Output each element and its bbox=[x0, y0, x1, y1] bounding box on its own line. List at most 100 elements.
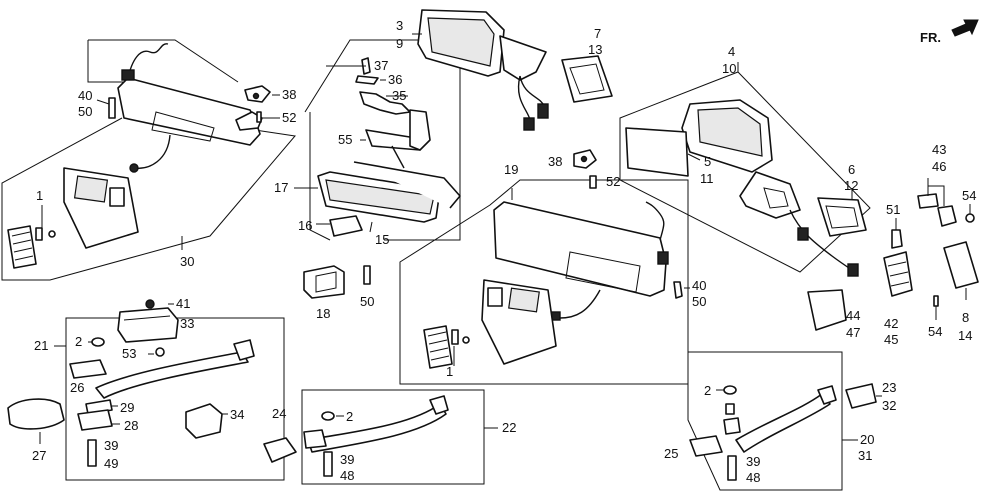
callout-labels: 1 1 2 2 2 3 9 4 10 5 11 6 12 7 13 8 14 1… bbox=[32, 18, 976, 485]
callout-33: 33 bbox=[180, 316, 194, 331]
visor-wire bbox=[127, 43, 169, 79]
callout-51: 51 bbox=[886, 202, 900, 217]
mirror-base-18 bbox=[303, 265, 345, 299]
callout-41: 41 bbox=[176, 296, 190, 311]
callout-7: 7 bbox=[594, 26, 601, 41]
mirror-garnish-7 bbox=[561, 55, 613, 103]
callout-4: 4 bbox=[728, 44, 735, 59]
grip-cover-24 bbox=[263, 437, 297, 463]
callout-17: 17 bbox=[274, 180, 288, 195]
mount-bolt-51 bbox=[891, 229, 903, 249]
vanity-right-lamp-housing bbox=[487, 287, 503, 307]
mount-bracket bbox=[409, 109, 431, 151]
callout-50c: 50 bbox=[360, 294, 374, 309]
callout-50a: 50 bbox=[78, 104, 92, 119]
callout-35: 35 bbox=[392, 88, 406, 103]
lamp-bulb-right bbox=[451, 329, 459, 345]
callout-32: 32 bbox=[882, 398, 896, 413]
callout-48a: 48 bbox=[340, 468, 354, 483]
door-mirror-connector bbox=[537, 103, 549, 119]
callout-2a: 2 bbox=[75, 334, 82, 349]
callout-8: 8 bbox=[962, 310, 969, 325]
visor-mirror-cover bbox=[151, 111, 215, 142]
callout-15: 15 bbox=[375, 232, 389, 247]
sun-visor-left bbox=[117, 77, 261, 146]
assist-grip-center bbox=[307, 403, 447, 453]
callout-49: 49 bbox=[104, 456, 118, 471]
mirror-cover-16 bbox=[329, 215, 363, 237]
callout-2b: 2 bbox=[346, 409, 353, 424]
lamp-lens-right bbox=[423, 325, 453, 369]
callout-22: 22 bbox=[502, 420, 516, 435]
callout-54a: 54 bbox=[962, 188, 976, 203]
callout-50b: 50 bbox=[692, 294, 706, 309]
callout-10: 10 bbox=[722, 61, 736, 76]
mirror-screw-50 bbox=[363, 265, 371, 285]
callout-34: 34 bbox=[230, 407, 244, 422]
mirror-glass-5 bbox=[625, 127, 689, 177]
leader-40a bbox=[96, 99, 110, 105]
callout-48b: 48 bbox=[746, 470, 760, 485]
assist-grip-left bbox=[95, 351, 249, 399]
group-outline-17-left bbox=[309, 112, 331, 241]
callout-39b: 39 bbox=[340, 452, 354, 467]
callout-43: 43 bbox=[932, 142, 946, 157]
front-direction-indicator: FR. bbox=[920, 19, 979, 45]
callout-9: 9 bbox=[396, 36, 403, 51]
callout-40a: 40 bbox=[78, 88, 92, 103]
grip-end-cap bbox=[233, 339, 255, 361]
sun-visor-left-group bbox=[1, 39, 296, 281]
callout-16: 16 bbox=[298, 218, 312, 233]
callout-25: 25 bbox=[664, 446, 678, 461]
dome-lamp-line bbox=[123, 315, 171, 321]
callout-39a: 39 bbox=[104, 438, 118, 453]
door-mirror-glass-large bbox=[697, 107, 763, 157]
visor-right-connector bbox=[657, 251, 669, 265]
corner-garnish-8 bbox=[943, 241, 979, 289]
rearview-mirror-glass bbox=[325, 179, 435, 215]
mirror-switch-46 bbox=[937, 205, 957, 227]
grip-right-end bbox=[817, 385, 837, 405]
mirror-stem bbox=[391, 145, 405, 169]
callout-19: 19 bbox=[504, 162, 518, 177]
leader-5 bbox=[687, 153, 701, 161]
vanity-mirror-right-glass bbox=[508, 287, 540, 313]
callout-55: 55 bbox=[338, 132, 352, 147]
visor-right-screw bbox=[673, 281, 683, 299]
assist-grip-center-group bbox=[263, 389, 498, 485]
grip-bracket-28 bbox=[77, 409, 113, 431]
callout-3: 3 bbox=[396, 18, 403, 33]
callout-27: 27 bbox=[32, 448, 46, 463]
door-mirror-large-group bbox=[619, 62, 871, 277]
callout-38b: 38 bbox=[548, 154, 562, 169]
group-outline-19 bbox=[399, 179, 689, 385]
group-outline-20 bbox=[687, 351, 843, 491]
bracket-screw-54 bbox=[933, 295, 939, 307]
callout-45: 45 bbox=[884, 332, 898, 347]
mount-clip-36 bbox=[355, 75, 379, 85]
callout-52b: 52 bbox=[606, 174, 620, 189]
lamp-screw-right bbox=[462, 336, 470, 344]
callout-26: 26 bbox=[70, 380, 84, 395]
sun-visor-right bbox=[493, 201, 667, 297]
mirror-base-inner bbox=[315, 271, 337, 293]
callout-42: 42 bbox=[884, 316, 898, 331]
group-outline-22 bbox=[301, 389, 485, 485]
mount-bracket-44 bbox=[807, 289, 847, 331]
grip-bolt-39a bbox=[87, 439, 97, 467]
callout-29: 29 bbox=[120, 400, 134, 415]
door-mirror-connector-2 bbox=[523, 117, 535, 131]
grip-cover-26 bbox=[69, 359, 107, 379]
grip-bolt-39c bbox=[727, 455, 737, 481]
callout-37: 37 bbox=[374, 58, 388, 73]
visor-holder-right-group bbox=[573, 149, 597, 189]
dome-lamp-nut-41 bbox=[145, 299, 155, 309]
grip-right-end-left bbox=[723, 417, 741, 435]
mirror-garnish-6 bbox=[817, 197, 867, 237]
door-mirror-large-connector bbox=[847, 263, 859, 277]
door-mirror-base-small bbox=[499, 35, 547, 81]
callout-38a: 38 bbox=[282, 87, 296, 102]
callout-20: 20 bbox=[860, 432, 874, 447]
door-mirror-base-inner bbox=[763, 187, 789, 209]
